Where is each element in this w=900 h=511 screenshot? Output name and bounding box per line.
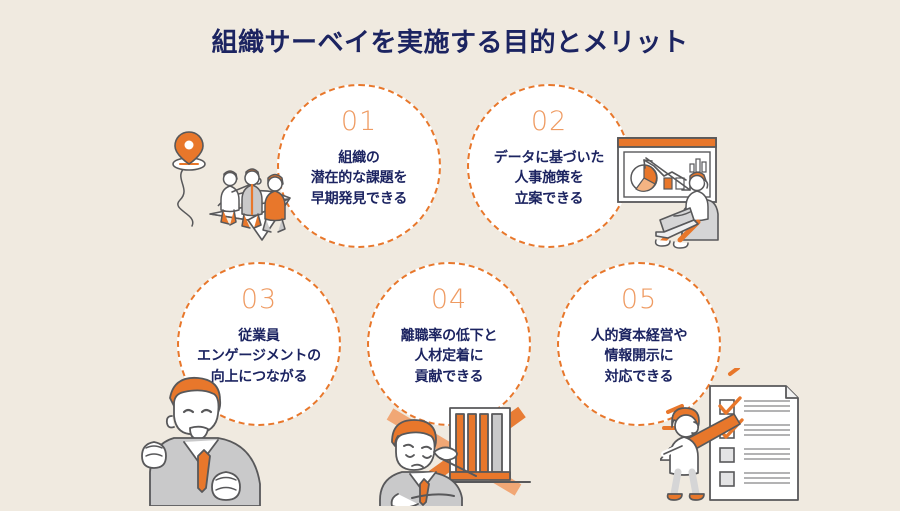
benefit-circle-02[interactable]: 02 データに基づいた 人事施策を 立案できる [467, 84, 631, 248]
benefit-text-05: 人的資本経営や 情報開示に 対応できる [590, 327, 688, 384]
benefit-text-04: 離職率の低下と 人材定着に 貢献できる [400, 327, 498, 384]
illustration-motivated-businessman [140, 368, 305, 511]
benefit-text-01: 組織の 潜在的な課題を 早期発見できる [310, 149, 408, 206]
illustration-checklist-person-pen [659, 366, 825, 511]
benefit-number-02: 02 [530, 106, 568, 137]
illustration-data-dashboard-laptop [598, 128, 750, 255]
benefit-number-05: 05 [620, 284, 658, 315]
benefit-text-03: 従業員 エンゲージメントの 向上につながる [197, 327, 321, 384]
page-title: 組織サーベイを実施する目的とメリット [211, 27, 689, 57]
benefit-circle-01[interactable]: 01 組織の 潜在的な課題を 早期発見できる [277, 84, 441, 248]
benefit-circle-04[interactable]: 04 離職率の低下と 人材定着に 貢献できる [367, 262, 531, 426]
illustration-tired-employee-bar-chart [378, 398, 540, 511]
benefit-number-01: 01 [340, 106, 378, 137]
benefit-number-04: 04 [430, 284, 468, 315]
benefit-text-02: データに基づいた 人事施策を 立案できる [493, 149, 605, 206]
illustration-paper-plane-map-pin [158, 128, 308, 255]
benefit-number-03: 03 [240, 284, 278, 315]
benefit-circle-05[interactable]: 05 人的資本経営や 情報開示に 対応できる [557, 262, 721, 426]
